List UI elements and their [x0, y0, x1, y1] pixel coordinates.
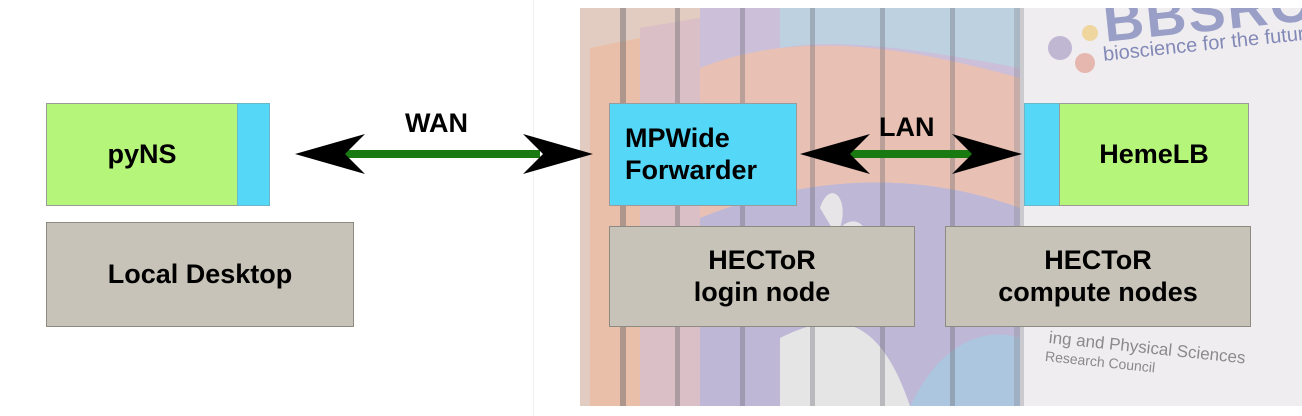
hector-login-node-label: HECToR login node: [693, 244, 831, 307]
panel-divider: [533, 0, 534, 416]
photo-fade-overlay: [580, 8, 1302, 406]
hector-login-node-box: HECToR login node: [609, 226, 915, 327]
wan-double-arrow-icon: [295, 134, 593, 174]
mpwide-forwarder-label: MPWide Forwarder: [625, 122, 758, 185]
mpwide-forwarder-box: MPWide Forwarder: [609, 103, 797, 206]
hemelb-box: HemeLB: [1059, 103, 1249, 206]
pyns-label: pyNS: [107, 138, 177, 169]
local-desktop-box: Local Desktop: [46, 222, 354, 327]
hector-compute-nodes-label: HECToR compute nodes: [998, 244, 1198, 307]
pyns-mpwide-strip: [237, 103, 270, 206]
local-desktop-label: Local Desktop: [107, 258, 293, 289]
wan-label: WAN: [405, 108, 468, 138]
hemelb-label: HemeLB: [1099, 138, 1209, 169]
lan-double-arrow-icon: [800, 134, 1022, 174]
pyns-box: pyNS: [46, 103, 238, 206]
hector-compute-nodes-box: HECToR compute nodes: [945, 226, 1251, 327]
lan-label: LAN: [879, 112, 935, 142]
